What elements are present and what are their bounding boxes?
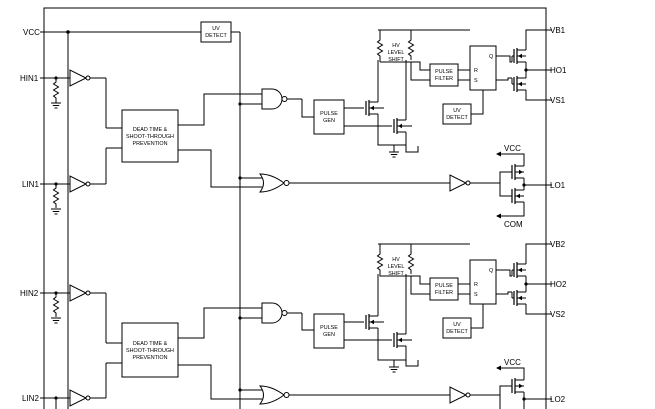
dead-time-1-line-2: SHOOT-THROUGH (126, 134, 174, 140)
pulse-gen-2-line-2: GEN (323, 332, 335, 338)
latch-1-r: R (474, 68, 478, 74)
pin-vb2: VB2 (550, 240, 566, 249)
pin-lo1: LO1 (550, 181, 566, 190)
dead-time-2-line-3: PREVENTION (132, 355, 167, 361)
pin-lin2: LIN2 (22, 394, 39, 403)
uv-detect-block-1: UV DETECT (442, 103, 472, 125)
lo1-buffer (449, 174, 471, 192)
nand-gate-1 (261, 88, 288, 110)
pulse-gen-block-1: PULSE GEN (313, 99, 345, 135)
pin-lo2: LO2 (550, 395, 566, 404)
hv-level-shift-1-line-3: SHIFT (388, 57, 404, 63)
latch-1-s: S (474, 78, 478, 84)
dead-time-1-line-1: DEAD TIME & (133, 127, 168, 133)
hin2-schmitt-buffer (69, 284, 91, 302)
lin1-schmitt-buffer (69, 175, 91, 193)
pin-ho2: HO2 (550, 280, 567, 289)
hv-level-shift-2-line-2: LEVEL (388, 264, 405, 270)
pulse-filter-1-line-1: PULSE (435, 69, 453, 75)
uv-detect-1-line-2: DETECT (446, 115, 468, 121)
hv-level-shift-2-line-3: SHIFT (388, 271, 404, 277)
nor-gate-1 (259, 173, 290, 193)
ho2-low-fet (513, 289, 527, 307)
uv-detect-1-line-1: UV (453, 108, 461, 114)
pin-ho1: HO1 (550, 66, 567, 75)
level-shift-fet-2b (393, 331, 407, 349)
pin-lin1: LIN1 (22, 180, 39, 189)
lin2-schmitt-buffer (69, 389, 91, 407)
rs-latch-2: R S Q (469, 259, 497, 305)
uv-detect-block-2: UV DETECT (442, 317, 472, 339)
channel-2: HIN2 LIN2 DEAD TIME & SHOOT-THROUGH PREV… (20, 240, 567, 409)
lo1-high-fet (511, 163, 525, 181)
rail-vcc-2: VCC (504, 358, 521, 367)
rs-latch-1: R S Q (469, 45, 497, 91)
pulse-filter-1-line-2: FILTER (435, 76, 453, 82)
uv-detect-vcc-block: UV DETECT (200, 21, 232, 43)
ho2-high-fet (513, 261, 527, 279)
level-shift-fet-2a (365, 313, 379, 331)
pulse-filter-block-1: PULSE FILTER (429, 63, 459, 87)
chip-outline (43, 7, 547, 409)
pulse-filter-block-2: PULSE FILTER (429, 277, 459, 301)
dead-time-block-1: DEAD TIME & SHOOT-THROUGH PREVENTION (121, 109, 179, 163)
uv-detect-vcc-line-2: DETECT (205, 33, 227, 39)
pin-vcc: VCC (23, 28, 40, 37)
pulse-gen-1-line-2: GEN (323, 118, 335, 124)
latch-2-q: Q (489, 268, 493, 274)
pin-hin2: HIN2 (20, 289, 39, 298)
hin1-schmitt-buffer (69, 69, 91, 87)
ho1-high-fet (513, 47, 527, 65)
ho1-low-fet (513, 75, 527, 93)
hv-level-shift-1-line-1: HV (392, 43, 400, 49)
dead-time-block-2: DEAD TIME & SHOOT-THROUGH PREVENTION (121, 322, 179, 378)
uv-detect-2-line-1: UV (453, 322, 461, 328)
pulse-filter-2-line-2: FILTER (435, 290, 453, 296)
channel-1: HIN1 LIN1 DEAD TIME & SHOOT-THROUGH PREV… (20, 26, 567, 229)
uv-detect-vcc-line-1: UV (212, 26, 220, 32)
dead-time-2-line-1: DEAD TIME & (133, 341, 168, 347)
rail-vcc-1: VCC (504, 144, 521, 153)
level-shift-fet-1a (365, 99, 379, 117)
latch-1-q: Q (489, 54, 493, 60)
dead-time-2-line-2: SHOOT-THROUGH (126, 348, 174, 354)
uv-detect-2-line-2: DETECT (446, 329, 468, 335)
nand-gate-2 (261, 302, 288, 324)
latch-2-s: S (474, 292, 478, 298)
dead-time-1-line-3: PREVENTION (132, 141, 167, 147)
pin-hin1: HIN1 (20, 74, 39, 83)
pin-vs1: VS1 (550, 96, 566, 105)
hv-level-shift-2-line-1: HV (392, 257, 400, 263)
lo2-buffer (449, 386, 471, 404)
rail-com-1: COM (504, 220, 523, 229)
hv-level-shift-1-line-2: LEVEL (388, 50, 405, 56)
lo1-low-fet (511, 187, 525, 205)
pulse-gen-1-line-1: PULSE (320, 111, 338, 117)
lo2-high-fet (511, 377, 525, 395)
pin-vs2: VS2 (550, 310, 566, 319)
pulse-gen-2-line-1: PULSE (320, 325, 338, 331)
nor-gate-2 (259, 385, 290, 405)
vcc-rail (44, 30, 241, 409)
pulse-gen-block-2: PULSE GEN (313, 313, 345, 349)
latch-2-r: R (474, 282, 478, 288)
pin-vb1: VB1 (550, 26, 566, 35)
pulse-filter-2-line-1: PULSE (435, 283, 453, 289)
level-shift-fet-1b (393, 117, 407, 135)
